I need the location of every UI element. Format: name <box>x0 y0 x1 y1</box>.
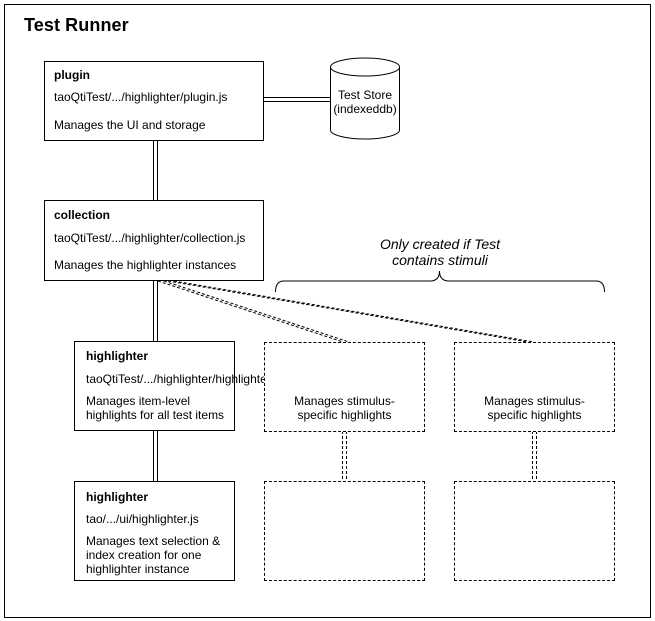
stimulus-highlighter-box-left: Manages stimulus- specific highlights <box>264 342 425 432</box>
ui-highlighter-path: tao/.../ui/highlighter.js <box>86 512 199 526</box>
stimulus-left-line-2: specific highlights <box>297 408 392 422</box>
stimulus-instance-box-right <box>454 481 615 581</box>
collection-description: Manages the highlighter instances <box>54 258 237 272</box>
test-store-cylinder <box>330 57 400 140</box>
collection-stimulus-right-link-a <box>167 280 529 343</box>
diagram-title: Test Runner <box>24 15 129 35</box>
collection-box: collection taoQtiTest/.../highlighter/co… <box>44 200 264 281</box>
plugin-box: plugin taoQtiTest/.../highlighter/plugin… <box>44 61 264 141</box>
stimuli-note-line-1: Only created if Test <box>379 236 501 252</box>
stimuli-note-line-2: contains stimuli <box>392 252 488 268</box>
stimuli-brace <box>275 270 605 293</box>
item-highlighter-heading: highlighter <box>86 349 148 363</box>
test-store-label: Test Store (indexeddb) <box>330 88 400 116</box>
stimulus-left-line-1: Manages stimulus- <box>294 394 395 408</box>
ui-highlighter-box: highlighter tao/.../ui/highlighter.js Ma… <box>74 481 235 581</box>
collection-heading: collection <box>54 208 111 222</box>
item-highlighter-box: highlighter taoQtiTest/.../highlighter/h… <box>74 341 282 431</box>
ui-highlighter-desc-line-3: highlighter instance <box>86 562 190 576</box>
diagram-frame <box>4 4 651 618</box>
plugin-path: taoQtiTest/.../highlighter/plugin.js <box>54 90 228 104</box>
test-store-name: Test Store <box>337 88 393 102</box>
item-highlighter-desc-line-1: Manages item-level <box>86 394 191 408</box>
stimuli-note: Only created if Test contains stimuli <box>340 236 540 268</box>
item-highlighter-path: taoQtiTest/.../highlighter/highlighter.j… <box>86 372 283 386</box>
collection-stimulus-left-link-b <box>163 280 350 343</box>
ui-highlighter-desc-line-1: Manages text selection & <box>86 534 221 548</box>
plugin-description: Manages the UI and storage <box>54 118 206 132</box>
ui-highlighter-desc-line-2: index creation for one <box>86 548 202 562</box>
item-highlighter-desc-line-2: highlights for all test items <box>86 408 225 422</box>
collection-stimulus-right-link-b <box>173 280 535 343</box>
plugin-heading: plugin <box>54 68 90 82</box>
stimulus-instance-box-left <box>264 481 425 581</box>
stimulus-right-line-1: Manages stimulus- <box>484 394 585 408</box>
stimulus-right-line-2: specific highlights <box>487 408 582 422</box>
collection-stimulus-left-link-a <box>157 280 344 343</box>
stimulus-highlighter-box-right: Manages stimulus- specific highlights <box>454 342 615 432</box>
collection-path: taoQtiTest/.../highlighter/collection.js <box>54 231 246 245</box>
ui-highlighter-heading: highlighter <box>86 490 148 504</box>
test-store-type: (indexeddb) <box>333 102 397 116</box>
